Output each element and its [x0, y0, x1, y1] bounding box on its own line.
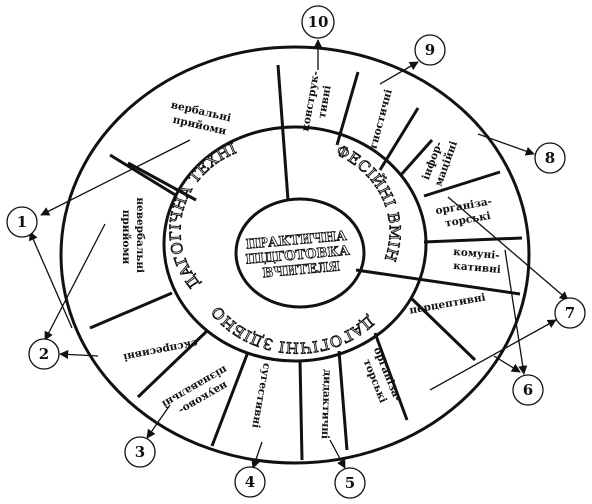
callout-arrows — [29, 39, 569, 469]
callout-1: 1 — [6, 206, 38, 238]
label-organizational-2: організа- торські — [358, 345, 405, 411]
callout-10: 10 — [301, 5, 335, 39]
middle-ring — [162, 125, 428, 363]
label-constructive: конструк- тивні — [300, 67, 337, 135]
center-label: ПРАКТИЧНА ПІДГОТОВКА ВЧИТЕЛЯ — [244, 228, 357, 282]
label-gnostic: гностичні — [367, 88, 394, 150]
label-didactic: дидактичні — [319, 369, 333, 439]
label-pedagogical-technique: ПЕДАГОГІЧНА ТЕХНІКА — [0, 0, 239, 292]
svg-text:ПРАКТИЧНА ПІДГОТОВКА: ПРАКТИЧНА ПІДГОТОВКА ВЧИТЕЛЯ — [244, 228, 357, 282]
label-expressive: експресивні — [122, 337, 198, 363]
svg-text:8: 8 — [545, 149, 555, 167]
svg-text:10: 10 — [308, 13, 329, 31]
inner-ring — [234, 197, 366, 309]
label-communicative: комуні- кативні — [452, 246, 504, 276]
svg-text:7: 7 — [565, 304, 575, 322]
svg-text:9: 9 — [425, 41, 435, 59]
label-verbal: вербальні прийоми — [167, 99, 236, 139]
callout-3: 3 — [124, 436, 156, 468]
callout-9: 9 — [414, 34, 446, 66]
callout-2: 2 — [28, 338, 60, 370]
svg-text:2: 2 — [39, 345, 49, 363]
callout-7: 7 — [554, 297, 586, 329]
section-dividers — [89, 64, 523, 461]
callout-8: 8 — [534, 142, 566, 174]
label-informational: інфор- маційні — [419, 135, 460, 188]
svg-text:3: 3 — [135, 443, 145, 461]
callout-5: 5 — [334, 467, 366, 499]
callout-4: 4 — [234, 466, 266, 498]
label-perceptive: перцептивні — [408, 291, 486, 316]
svg-text:6: 6 — [523, 381, 533, 399]
outer-ring — [59, 45, 531, 465]
callout-6: 6 — [512, 374, 544, 406]
label-suggestive: сугестивні — [249, 362, 272, 429]
svg-text:1: 1 — [17, 213, 27, 231]
svg-text:5: 5 — [345, 474, 355, 492]
svg-text:4: 4 — [245, 473, 255, 491]
label-nonverbal: невербальні прийоми — [120, 197, 146, 276]
